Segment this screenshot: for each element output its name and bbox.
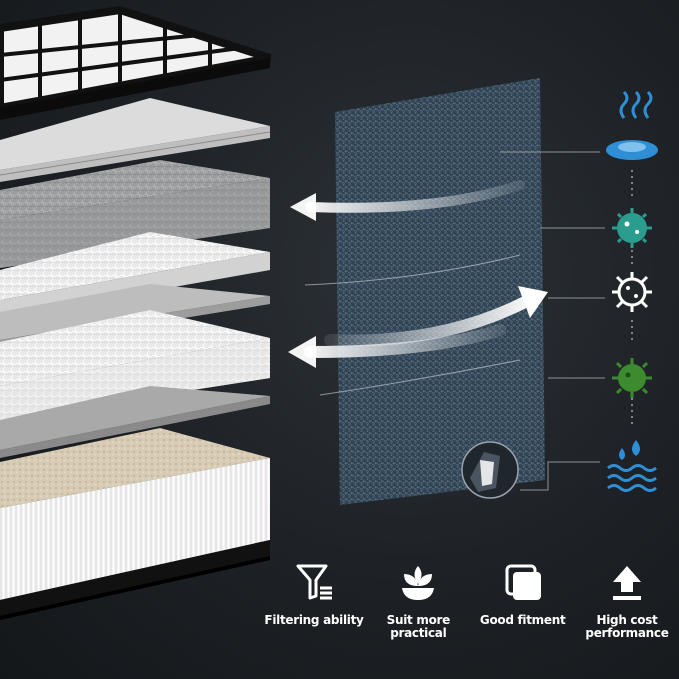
feature-good-fitment: Good fitment <box>471 560 575 660</box>
bacteria-icon <box>612 208 652 248</box>
layer-gray-sheet-2 <box>0 386 270 458</box>
upload-arrow-icon <box>612 566 641 600</box>
layer-beige-fabric <box>0 428 270 508</box>
airflow-lines <box>304 254 521 396</box>
frame-detail-badge <box>461 441 519 499</box>
layer-fine-mesh <box>0 98 271 182</box>
feature-row: Filtering ability Suit more practical Go… <box>262 560 679 660</box>
feature-high-cost-performance: High cost performance <box>575 560 679 660</box>
filter-layer-stack <box>0 5 272 620</box>
layer-gray-felt <box>0 160 270 268</box>
layer-thick-cotton <box>0 310 270 420</box>
airflow-arrow-left-bottom <box>288 324 506 368</box>
pollutant-leader-lines <box>500 151 605 491</box>
feature-label: Filtering ability <box>264 613 364 627</box>
airflow-arrow-left-top <box>290 180 525 221</box>
airflow-arrow-right <box>324 286 548 347</box>
feature-label: High cost performance <box>585 613 669 640</box>
layer-grille-frame <box>0 5 272 120</box>
germ-icon <box>612 358 652 398</box>
odor-smoke-icon <box>606 90 658 160</box>
feature-filtering-ability: Filtering ability <box>262 560 366 660</box>
square-frame-icon <box>505 564 541 600</box>
water-moisture-icon <box>607 440 657 492</box>
feature-suit-more-practical: Suit more practical <box>366 560 470 660</box>
feature-label: Good fitment <box>479 613 566 627</box>
feature-label: Suit more practical <box>386 613 451 640</box>
fiber-mesh-closeup <box>335 78 545 505</box>
layer-pleated-hepa <box>0 458 270 620</box>
virus-icon <box>612 272 652 312</box>
funnel-filter-icon <box>296 564 332 600</box>
flower-icon <box>402 566 435 600</box>
